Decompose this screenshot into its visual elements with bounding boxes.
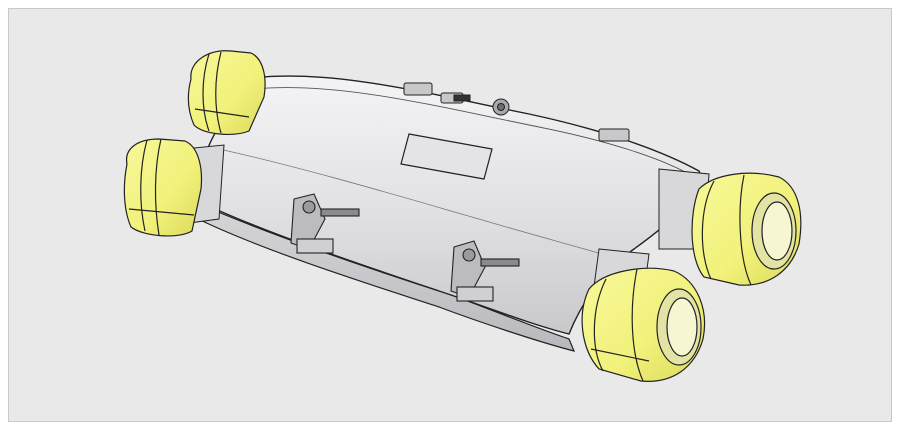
- cad-viewport[interactable]: [8, 8, 892, 422]
- body-contour-line: [218, 148, 620, 260]
- end-cap-front-right: [581, 267, 706, 382]
- latch-left: [290, 193, 360, 254]
- end-cap-front-left: [123, 138, 203, 237]
- top-clip-right: [598, 128, 630, 142]
- top-screw-icon: [453, 94, 510, 116]
- label-plate: [400, 133, 493, 180]
- cad-model-render: [123, 50, 802, 382]
- body-ridge-line: [253, 87, 695, 178]
- end-cap-back-right: [691, 172, 802, 286]
- end-cap-back-left: [187, 50, 266, 135]
- latch-right: [450, 240, 520, 302]
